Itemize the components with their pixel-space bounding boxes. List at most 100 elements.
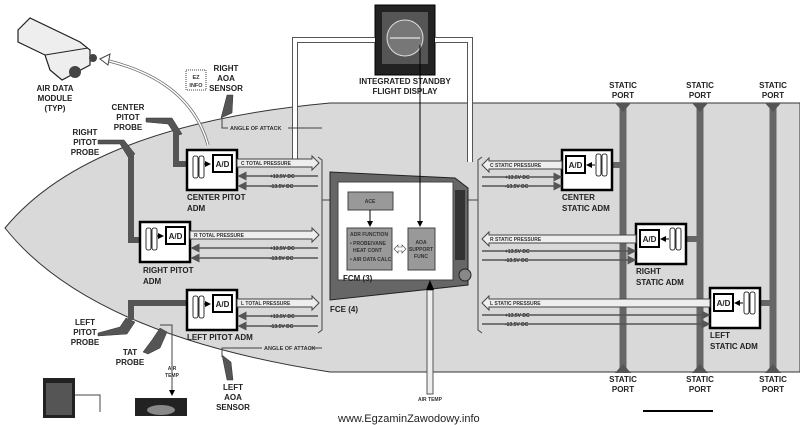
power-label: -13.5V DC xyxy=(505,184,529,190)
standby-display-label: INTEGRATED STANDBY xyxy=(359,77,451,86)
ez-info-stamp: EZ INFO xyxy=(185,69,207,91)
left-pitot-probe xyxy=(97,317,136,337)
air-temp-label: TEMP xyxy=(165,373,180,379)
left-static-adm: A/DL STATIC PRESSURE+13.5V DC-13.5V DCLE… xyxy=(481,286,773,351)
left-pitot-probe-label: PITOT xyxy=(73,328,97,337)
ad-label: A/D xyxy=(569,161,583,170)
center-pitot-probe-label: PROBE xyxy=(114,123,143,132)
static-port-icon xyxy=(615,103,631,112)
power-label: +13.5V DC xyxy=(270,314,295,320)
left-pitot-probe-label: PROBE xyxy=(71,338,100,347)
total-pressure-label: R TOTAL PRESSURE xyxy=(194,233,245,239)
computer-unit-image xyxy=(43,378,101,418)
total-pressure-label: C TOTAL PRESSURE xyxy=(241,161,292,167)
right-static-adm-label: RIGHT xyxy=(636,267,661,276)
total-pressure-label: L TOTAL PRESSURE xyxy=(241,301,291,307)
aoa-label: FUNC xyxy=(414,254,428,260)
aoa-label: SUPPORT xyxy=(409,247,433,253)
static-port-label: PORT xyxy=(689,91,711,100)
aoa-support-box xyxy=(407,227,436,271)
adr-label: HEAT CONT xyxy=(353,248,382,254)
center-pitot-adm: A/D C TOTAL PRESSURE +13.5V DC -13.5V DC CEN… xyxy=(185,148,320,213)
right-aoa-sensor-label: AOA xyxy=(217,74,235,83)
center-pitot-adm-label: ADM xyxy=(187,204,206,213)
air-temp-bottom-label: AIR TEMP xyxy=(418,397,443,403)
left-pitot-probe-label: LEFT xyxy=(75,318,95,327)
air-data-module-label: AIR DATA xyxy=(36,84,73,93)
watermark: www.EgzaminZawodowy.info xyxy=(337,413,480,425)
left-aoa-sensor xyxy=(221,354,234,381)
ad-label: A/D xyxy=(216,300,230,309)
right-static-adm: A/DR STATIC PRESSURE+13.5V DC-13.5V DCRI… xyxy=(481,222,700,287)
power-label: +13.5V DC xyxy=(505,249,530,255)
svg-text:INFO: INFO xyxy=(189,83,203,89)
static-port-icon xyxy=(765,103,781,112)
total-pressure-arrow xyxy=(236,154,320,172)
air-data-module-image xyxy=(17,17,97,81)
right-pitot-adm-label: ADM xyxy=(143,277,162,286)
aoa-label: AOA xyxy=(415,240,427,246)
power-label: +13.5V DC xyxy=(505,175,530,181)
static-port-label: STATIC xyxy=(609,81,637,90)
display-connection-right xyxy=(435,37,473,162)
ace-label: ACE xyxy=(365,199,376,205)
right-pitot-probe-label: PITOT xyxy=(73,138,97,147)
ad-label: A/D xyxy=(717,299,731,308)
adr-label: ADR FUNCTION xyxy=(350,232,388,238)
display-unit-image xyxy=(135,398,187,416)
power-label: -13.5V DC xyxy=(270,256,294,262)
power-label: +13.5V DC xyxy=(270,174,295,180)
right-pitot-adm: A/D R TOTAL PRESSURE +13.5V DC -13.5V DC RIG… xyxy=(138,220,320,286)
center-pitot-probe-label: PITOT xyxy=(116,113,140,122)
right-aoa-sensor-label: SENSOR xyxy=(209,84,243,93)
center-pitot-adm-label: CENTER PITOT xyxy=(187,193,246,202)
static-port-label: STATIC xyxy=(686,375,714,384)
ad-label: A/D xyxy=(216,160,230,169)
static-port-label: PORT xyxy=(689,385,711,394)
tat-probe-label: PROBE xyxy=(116,358,145,367)
static-pressure-arrow xyxy=(481,230,637,248)
ad-label: A/D xyxy=(169,232,183,241)
left-bracket xyxy=(317,156,323,334)
ad-label: A/D xyxy=(643,235,657,244)
display-connection-left xyxy=(292,37,375,160)
total-pressure-arrow xyxy=(236,294,320,312)
power-label: +13.5V DC xyxy=(505,313,530,319)
standby-display-label: FLIGHT DISPLAY xyxy=(372,87,438,96)
static-port-label: STATIC xyxy=(609,375,637,384)
static-pressure-label: C STATIC PRESSURE xyxy=(490,163,542,169)
right-aoa-sensor-label: RIGHT xyxy=(214,64,239,73)
right-aoa-sensor xyxy=(220,94,234,119)
center-static-adm-label: STATIC ADM xyxy=(562,204,610,213)
center-static-adm-label: CENTER xyxy=(562,193,595,202)
adr-label: • AIR DATA CALC xyxy=(350,257,392,263)
static-port-label: PORT xyxy=(762,385,784,394)
center-pitot-probe-label: CENTER xyxy=(112,103,145,112)
air-temp-label: AIR xyxy=(168,366,177,372)
center-static-adm: A/D C STATIC PRESSURE +13.5V DC -13.5V DC CE… xyxy=(481,148,623,213)
static-port-icon xyxy=(692,364,708,373)
angle-of-attack-bottom: ANGLE OF ATTACK xyxy=(264,346,316,352)
power-label: -13.5V DC xyxy=(505,258,529,264)
power-label: +13.5V DC xyxy=(270,246,295,252)
left-aoa-sensor-label: LEFT xyxy=(223,383,243,392)
static-port-label: STATIC xyxy=(686,81,714,90)
static-port-label: STATIC xyxy=(759,375,787,384)
left-static-adm-label: LEFT xyxy=(710,331,730,340)
static-pressure-arrow xyxy=(481,294,711,312)
static-port-label: PORT xyxy=(762,91,784,100)
power-label: -13.5V DC xyxy=(270,184,294,190)
fcm-label: FCM (3) xyxy=(343,274,373,283)
left-aoa-sensor-label: SENSOR xyxy=(216,403,250,412)
fce-label: FCE (4) xyxy=(330,305,358,314)
right-pitot-adm-label: RIGHT PITOT xyxy=(143,266,194,275)
power-label: -13.5V DC xyxy=(505,322,529,328)
adr-function-box xyxy=(346,227,393,271)
air-data-module-label: MODULE xyxy=(38,94,73,103)
svg-text:EZ: EZ xyxy=(192,75,200,81)
air-data-module-label: (TYP) xyxy=(45,104,66,113)
standby-display-image xyxy=(374,4,436,76)
